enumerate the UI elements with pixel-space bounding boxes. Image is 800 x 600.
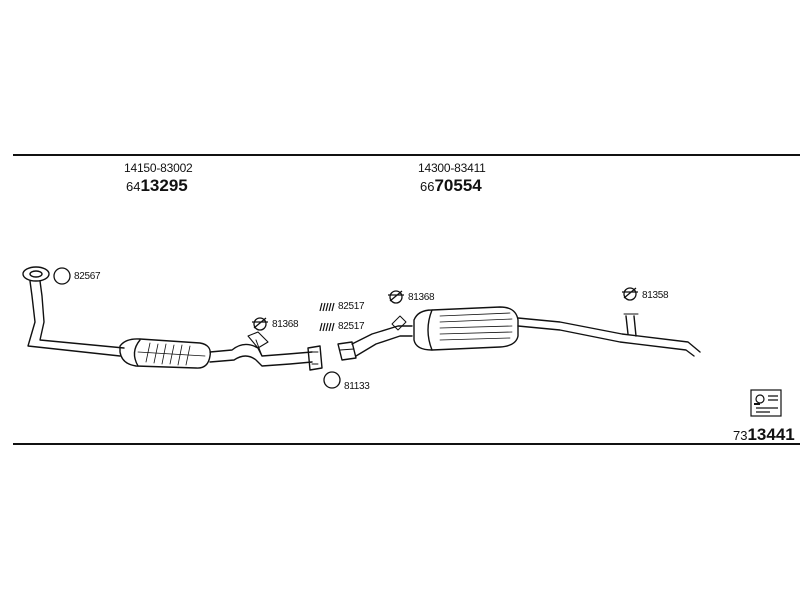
rear-muffler-oem-ref: 14300-83411 bbox=[418, 161, 486, 175]
callout-82517-top: 82517 bbox=[338, 301, 365, 312]
tailpipe bbox=[517, 313, 701, 357]
callout-81133: 81133 bbox=[344, 381, 370, 392]
front-pipe-oem-ref: 14150-83002 bbox=[124, 161, 193, 175]
hanger-symbol-tail bbox=[622, 287, 638, 301]
seal-ring-symbol bbox=[323, 371, 341, 389]
front-pipe-prefix: 64 bbox=[126, 179, 141, 194]
clamp-symbol-mid bbox=[252, 317, 268, 331]
kit-part-number: 7313441 bbox=[733, 425, 795, 445]
kit-number: 13441 bbox=[747, 425, 795, 444]
rear-muffler bbox=[413, 306, 519, 351]
callout-81358: 81358 bbox=[642, 290, 669, 301]
front-flange bbox=[22, 266, 50, 282]
front-pipe-number: 13295 bbox=[140, 176, 188, 195]
kit-prefix: 73 bbox=[733, 428, 748, 443]
callout-81368-mid: 81368 bbox=[272, 319, 299, 330]
hanger-symbol-rear bbox=[388, 290, 404, 304]
center-pipe bbox=[209, 331, 313, 367]
front-pipe-part-number: 6413295 bbox=[126, 176, 188, 196]
callout-82517-bottom: 82517 bbox=[338, 321, 365, 332]
mounting-kit-icon bbox=[750, 389, 782, 417]
bottom-rule bbox=[13, 443, 800, 445]
center-flange bbox=[307, 345, 323, 371]
top-rule bbox=[13, 154, 800, 156]
rear-flange bbox=[337, 341, 357, 361]
rear-muffler-number: 70554 bbox=[434, 176, 482, 195]
front-pipe bbox=[27, 280, 125, 357]
gasket-ring-symbol bbox=[53, 267, 71, 285]
rear-muffler-prefix: 66 bbox=[420, 179, 435, 194]
rear-muffler-part-number: 6670554 bbox=[420, 176, 482, 196]
callout-82567: 82567 bbox=[74, 271, 101, 282]
rear-inlet-pipe bbox=[351, 315, 413, 357]
front-silencer bbox=[119, 338, 211, 369]
callout-81368-rear: 81368 bbox=[408, 292, 435, 303]
spring-symbols bbox=[319, 302, 335, 332]
